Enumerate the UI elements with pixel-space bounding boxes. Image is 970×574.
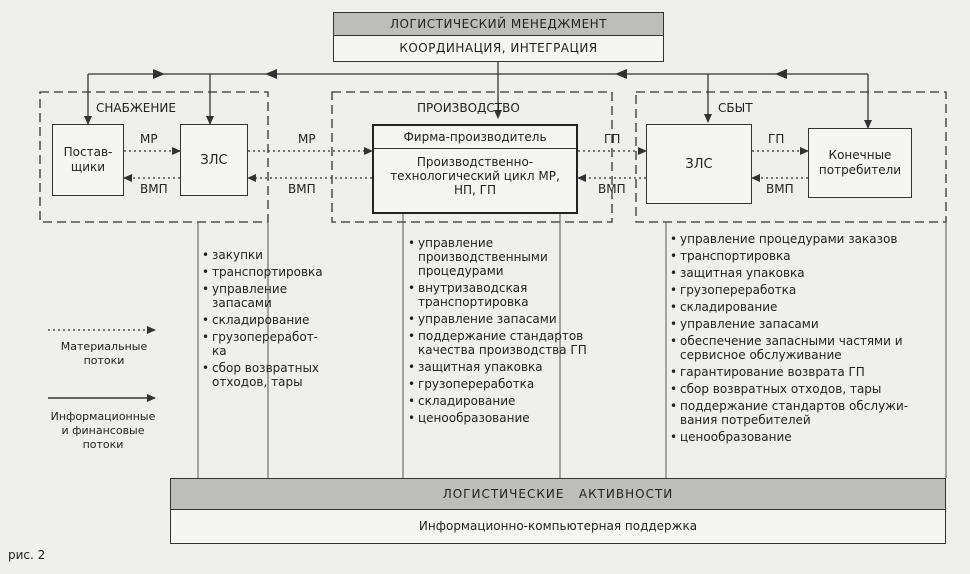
supply-zls-box: ЗЛС: [180, 124, 248, 196]
list-item: ценообразование: [408, 411, 608, 425]
production-activities-list: управление производственными процедурами…: [408, 236, 608, 428]
sales-section-title: СБЫТ: [718, 101, 753, 115]
list-item: закупки: [202, 248, 352, 262]
list-item: управление запасами: [408, 312, 608, 326]
logistics-management-title: ЛОГИСТИЧЕСКИЙ МЕНЕДЖМЕНТ: [334, 13, 663, 36]
list-item: управление запасами: [670, 317, 960, 331]
production-section-title: ПРОИЗВОДСТВО: [417, 101, 520, 115]
list-item: поддержание стандартов обслужи- вания по…: [670, 399, 960, 427]
logistics-activities-box: ЛОГИСТИЧЕСКИЕ АКТИВНОСТИ Информационно-к…: [170, 478, 946, 544]
list-item: ценообразование: [670, 430, 960, 444]
sales-section-frame: [635, 91, 947, 223]
end-consumers-box: Конечные потребители: [808, 128, 912, 198]
list-item: защитная упаковка: [408, 360, 608, 374]
production-cycle-label: Производственно- технологический цикл МР…: [390, 155, 560, 197]
sales-vmp-in-label: ВМП: [598, 182, 626, 196]
list-item: транспортировка: [202, 265, 352, 279]
list-item: складирование: [202, 313, 352, 327]
list-item: грузопереработ- ка: [202, 330, 352, 358]
production-vmp-label: ВМП: [288, 182, 316, 196]
suppliers-label: Постав- щики: [63, 145, 113, 174]
logistics-activities-title: ЛОГИСТИЧЕСКИЕ АКТИВНОСТИ: [171, 479, 945, 510]
supply-activities-list: закупки транспортировка управление запас…: [202, 248, 352, 392]
legend-info-financial-flows: Информационные и финансовые потоки: [50, 410, 156, 451]
list-item: поддержание стандартов качества производ…: [408, 329, 608, 357]
list-item: сбор возвратных отходов, тары: [670, 382, 960, 396]
supply-vmp-label: ВМП: [140, 182, 168, 196]
list-item: управление производственными процедурами: [408, 236, 608, 278]
list-item: грузопереработка: [670, 283, 960, 297]
list-item: гарантирование возврата ГП: [670, 365, 960, 379]
sales-vmp-out-label: ВМП: [766, 182, 794, 196]
list-item: грузопереработка: [408, 377, 608, 391]
list-item: обеспечение запасными частями и сервисно…: [670, 334, 960, 362]
production-mr-label: МР: [298, 132, 316, 146]
sales-gp-out-label: ГП: [768, 132, 785, 146]
end-consumers-label: Конечные потребители: [818, 148, 902, 177]
production-section-frame: [331, 91, 613, 223]
suppliers-box: Постав- щики: [52, 124, 124, 196]
logistics-management-box: ЛОГИСТИЧЕСКИЙ МЕНЕДЖМЕНТ КООРДИНАЦИЯ, ИН…: [333, 12, 664, 62]
list-item: сбор возвратных отходов, тары: [202, 361, 352, 389]
it-support-label: Информационно-компьютерная поддержка: [418, 519, 698, 533]
list-item: внутризаводская транспортировка: [408, 281, 608, 309]
figure-caption: рис. 2: [8, 548, 46, 562]
list-item: защитная упаковка: [670, 266, 960, 280]
manufacturer-box: Фирма-производитель Производственно- тех…: [372, 124, 578, 214]
sales-zls-box: ЗЛС: [646, 124, 752, 204]
supply-section-frame: [39, 91, 269, 223]
list-item: управление запасами: [202, 282, 352, 310]
manufacturer-title: Фирма-производитель: [374, 126, 576, 149]
list-item: складирование: [670, 300, 960, 314]
list-item: управление процедурами заказов: [670, 232, 960, 246]
supply-zls-label: ЗЛС: [200, 152, 228, 168]
legend-material-flows: Материальные потоки: [60, 340, 148, 367]
sales-activities-list: управление процедурами заказов транспорт…: [670, 232, 960, 447]
list-item: складирование: [408, 394, 608, 408]
supply-section-title: СНАБЖЕНИЕ: [96, 101, 176, 115]
coordination-integration-label: КООРДИНАЦИЯ, ИНТЕГРАЦИЯ: [399, 41, 598, 55]
sales-zls-label: ЗЛС: [685, 156, 713, 172]
supply-mr-label: МР: [140, 132, 158, 146]
sales-gp-in-label: ГП: [604, 132, 621, 146]
list-item: транспортировка: [670, 249, 960, 263]
